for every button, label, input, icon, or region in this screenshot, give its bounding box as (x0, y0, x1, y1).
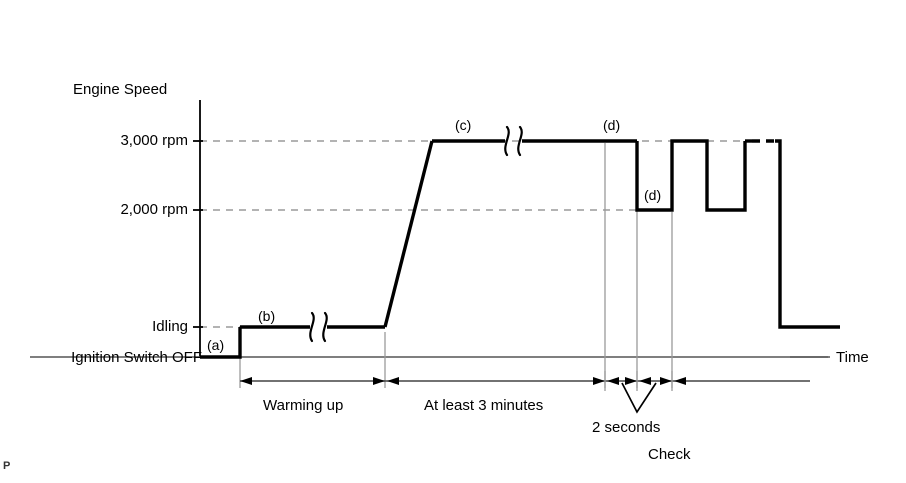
arrow-threemin-right (593, 377, 605, 385)
arrow-warmup-right (373, 377, 385, 385)
arrow-twosec-b-left (639, 377, 651, 385)
segment-square-wave (635, 139, 747, 212)
dimension-label-check: Check (648, 446, 691, 463)
step-label-b: (b) (258, 308, 276, 324)
y-axis-title: Engine Speed (73, 81, 168, 98)
corner-mark: P (3, 460, 11, 472)
dimension-label-two-seconds: 2 seconds (592, 419, 661, 436)
axes (30, 100, 830, 358)
break-symbol-idling-1 (309, 311, 315, 343)
y-tick-label-2000rpm: 2,000 rpm (120, 201, 188, 218)
arrow-twosec-b-right (660, 377, 672, 385)
arrow-threemin-left (387, 377, 399, 385)
arrow-twosec-a-left (607, 377, 619, 385)
reference-lines (200, 140, 760, 328)
segment-final-drop (775, 139, 840, 329)
dimension-label-three-minutes: At least 3 minutes (424, 397, 544, 414)
dimension-line (240, 371, 810, 391)
segment-ramp-up (383, 140, 434, 328)
two-seconds-leader (621, 382, 657, 414)
y-tick-label-idling: Idling (152, 318, 188, 335)
leader-v-twoseconds (621, 382, 657, 414)
segment-ignition-rise (200, 327, 242, 359)
break-symbol-idling-2 (322, 311, 328, 343)
arrow-twosec-a-right (625, 377, 637, 385)
engine-speed-waveform (200, 139, 840, 359)
step-label-a: (a) (207, 337, 225, 353)
guide-lines (239, 143, 673, 388)
break-symbols (309, 125, 523, 343)
break-symbol-3000-1 (504, 125, 510, 157)
arrow-warmup-left (240, 377, 252, 385)
y-tick-label-3000rpm: 3,000 rpm (120, 132, 188, 149)
break-symbol-3000-2 (517, 125, 523, 157)
step-label-d-lower: (d) (644, 187, 662, 203)
x-axis-title: Time (836, 349, 869, 366)
step-label-d-top: (d) (603, 117, 621, 133)
step-label-c: (c) (455, 117, 472, 133)
dimension-label-warming-up: Warming up (263, 397, 344, 414)
y-tick-label-ignition-off: Ignition Switch OFF (71, 349, 202, 366)
arrow-check-right (674, 377, 686, 385)
